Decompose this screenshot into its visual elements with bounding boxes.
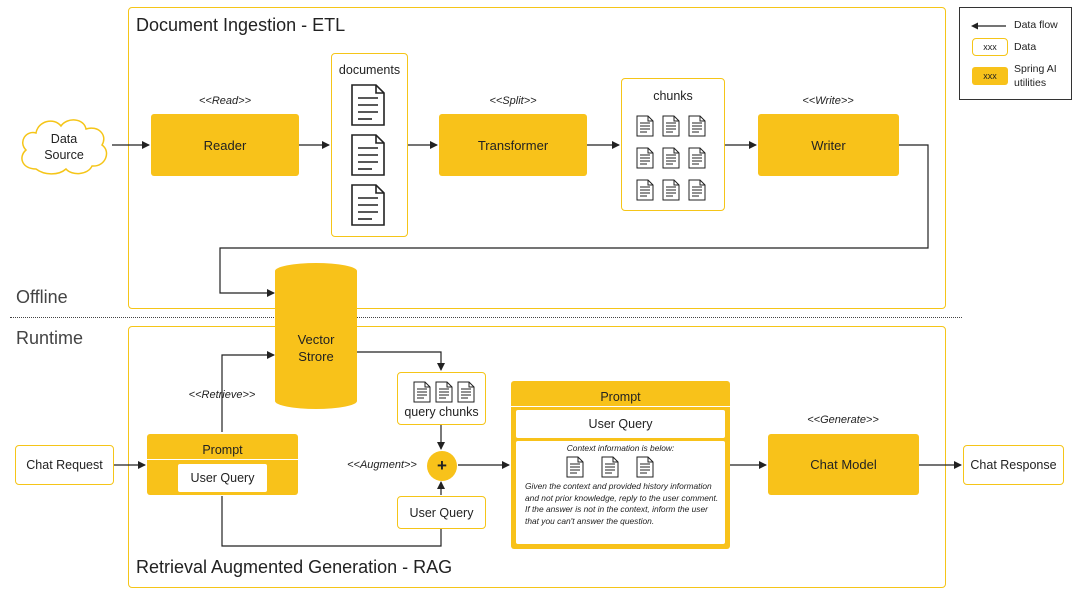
- user-query-label: User Query: [409, 505, 474, 520]
- read-stereotype: <<Read>>: [199, 95, 251, 107]
- vector-store-line1: Vector: [297, 332, 335, 347]
- chunks-label: chunks: [653, 89, 693, 103]
- chunk-document-icon: [662, 115, 680, 142]
- prompt-left-title: Prompt: [202, 443, 243, 457]
- prompt-big-query-box: User Query: [516, 410, 725, 438]
- context-info-label: Context information is below:: [566, 443, 675, 453]
- etl-title: Document Ingestion - ETL: [136, 15, 346, 35]
- chunk-document-icon: [636, 115, 654, 142]
- user-query-box: User Query: [397, 496, 486, 529]
- legend-util-sample: xxx: [983, 71, 997, 81]
- document-icon: [350, 83, 386, 132]
- vector-store-label: Vector Strore: [274, 331, 358, 365]
- data-source-line1: Data: [50, 132, 78, 146]
- augment-stereotype: <<Augment>>: [347, 459, 417, 471]
- rag-section: [128, 326, 946, 588]
- legend-data-flow-label: Data flow: [1014, 19, 1058, 31]
- reader-box: Reader: [151, 114, 299, 176]
- retrieve-stereotype: <<Retrieve>>: [188, 389, 256, 401]
- etl-section: [128, 7, 946, 309]
- chat-request-box: Chat Request: [15, 445, 114, 485]
- legend-arrow-icon: [971, 22, 1006, 30]
- legend-data-swatch: xxx: [972, 38, 1008, 56]
- vector-store-line2: Strore: [298, 349, 334, 364]
- prompt-context-panel: [516, 441, 725, 544]
- chunk-document-icon: [688, 115, 706, 142]
- augment-plus-icon: +: [427, 451, 457, 481]
- writer-box: Writer: [758, 114, 899, 176]
- split-stereotype: <<Split>>: [489, 95, 537, 107]
- rag-title: Retrieval Augmented Generation - RAG: [136, 557, 453, 577]
- documents-label: documents: [338, 63, 401, 77]
- chunk-document-icon: [662, 179, 680, 206]
- document-icon: [350, 183, 386, 232]
- chat-request-label: Chat Request: [26, 458, 103, 472]
- chunk-document-icon: [636, 456, 654, 483]
- chunk-document-icon: [457, 381, 475, 408]
- data-source-label: Data Source: [14, 131, 114, 163]
- prompt-left-divider: [147, 459, 298, 460]
- augment-plus-glyph: +: [437, 456, 447, 475]
- legend-util-label-2: utilities: [1014, 77, 1047, 89]
- legend-util-swatch: xxx: [972, 67, 1008, 85]
- chunk-document-icon: [636, 147, 654, 174]
- chunk-document-icon: [601, 456, 619, 483]
- chunk-document-icon: [688, 179, 706, 206]
- legend-util-label-1: Spring AI: [1014, 63, 1057, 75]
- data-source-cloud-icon: [21, 119, 108, 175]
- prompt-left-query-label: User Query: [190, 471, 255, 485]
- prompt-big-divider: [511, 406, 730, 407]
- context-body-text: Given the context and provided history i…: [525, 481, 719, 526]
- chat-model-label: Chat Model: [810, 457, 877, 472]
- chunk-document-icon: [566, 456, 584, 483]
- prompt-left-query-box: User Query: [178, 464, 267, 492]
- document-icon: [350, 133, 386, 182]
- runtime-label: Runtime: [16, 328, 84, 348]
- chunk-document-icon: [688, 147, 706, 174]
- writer-label: Writer: [811, 137, 846, 153]
- generate-stereotype: <<Generate>>: [807, 414, 879, 426]
- vector-store-cylinder-icon: [275, 263, 357, 409]
- write-stereotype: <<Write>>: [802, 95, 854, 107]
- data-source-line2: Source: [44, 148, 84, 162]
- reader-label: Reader: [203, 137, 247, 153]
- chunk-document-icon: [662, 147, 680, 174]
- chunk-document-icon: [435, 381, 453, 408]
- query-chunks-label: query chunks: [404, 405, 479, 419]
- prompt-big-title: Prompt: [600, 390, 641, 404]
- offline-label: Offline: [16, 287, 68, 307]
- legend-data-label: Data: [1014, 41, 1037, 53]
- phase-divider: [10, 317, 962, 318]
- prompt-big-query-label: User Query: [588, 417, 653, 431]
- legend-data-sample: xxx: [983, 42, 997, 52]
- transformer-box: Transformer: [439, 114, 587, 176]
- chunk-document-icon: [413, 381, 431, 408]
- chat-response-box: Chat Response: [963, 445, 1064, 485]
- chunk-document-icon: [636, 179, 654, 206]
- chat-model-box: Chat Model: [768, 434, 919, 495]
- transformer-label: Transformer: [477, 137, 549, 153]
- chat-response-label: Chat Response: [970, 458, 1057, 472]
